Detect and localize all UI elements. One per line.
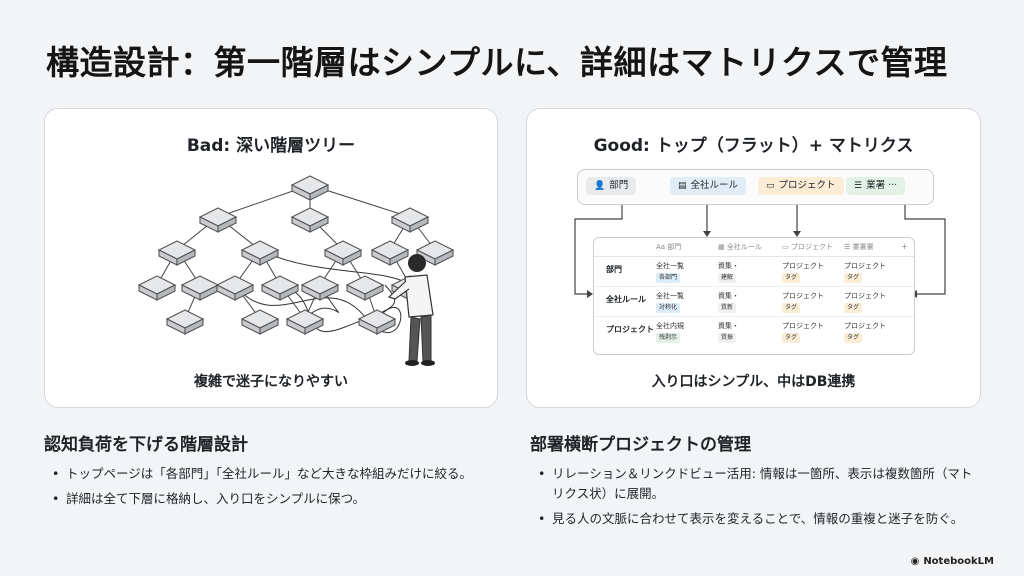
table-row: 部門 全社一覧各部門 資集・建解 プロジェクトタグ プロジェクトタグ (594, 258, 914, 287)
table-cell[interactable]: プロジェクトタグ (782, 292, 824, 313)
table-cell[interactable]: 全社一覧対称化 (656, 292, 684, 313)
bullet-item: リレーション＆リンクドビュー活用: 情報は一箇所、表示は複数箇所（マトリクス状）… (534, 464, 974, 504)
table-cell[interactable]: プロジェクトタグ (844, 262, 886, 283)
table-cell[interactable]: 資集・建解 (718, 262, 739, 283)
table-cell[interactable]: 資集・質振 (718, 322, 739, 343)
table-cell[interactable]: プロジェクトタグ (782, 262, 824, 283)
row-label: プロジェクト (606, 325, 654, 334)
left-section-heading: 認知負荷を下げる階層設計 (44, 435, 248, 455)
column-header: ▭ プロジェクト (782, 243, 833, 251)
column-header: Aa 部門 (656, 243, 682, 251)
right-bullet-list: リレーション＆リンクドビュー活用: 情報は一箇所、表示は複数箇所（マトリクス状）… (534, 464, 974, 534)
table-cell[interactable]: プロジェクトタグ (844, 322, 886, 343)
bad-tree-panel: Bad: 深い階層ツリー (44, 108, 498, 408)
table-header: Aa 部門 ▦ 全社ルール ▭ プロジェクト ☰ 業署署 + (594, 238, 914, 257)
deep-tree-diagram: ? (138, 175, 454, 335)
table-row: 全社ルール 全社一覧対称化 資集・質新 プロジェクトタグ プロジェクトタグ (594, 288, 914, 317)
row-label: 部門 (606, 265, 622, 274)
briefcase-icon: ▭ (766, 181, 775, 191)
notebooklm-logo-icon: ◉ (910, 556, 920, 567)
good-panel-title: Good: トップ（フラット）+ マトリクス (593, 136, 914, 156)
table-row: プロジェクト 全社内規残剥示 資集・質振 プロジェクトタグ プロジェクトタグ (594, 318, 914, 346)
top-level-nav-bar: 👤部門 ▤全社ルール ▭プロジェクト ☰業署 ··· (577, 169, 934, 205)
table-cell[interactable]: 全社内規残剥示 (656, 322, 684, 343)
right-section-heading: 部署横断プロジェクトの管理 (530, 435, 751, 455)
top-pill-departments[interactable]: 👤部門 (586, 177, 637, 195)
page-title: 構造設計：第一階層はシンプルに、詳細はマトリクスで管理 (46, 43, 948, 82)
bullet-item: 見る人の文脈に合わせて表示を変えることで、情報の重複と迷子を防ぐ。 (534, 509, 974, 529)
notebooklm-brand: ◉NotebookLM (910, 556, 994, 567)
top-pill-more[interactable]: ☰業署 ··· (846, 177, 906, 195)
person-icon: 👤 (594, 181, 606, 191)
bad-panel-title: Bad: 深い階層ツリー (186, 136, 356, 156)
good-matrix-panel: Good: トップ（フラット）+ マトリクス 👤部門 ▤全社ルール ▭プロジェク… (526, 108, 981, 408)
top-pill-company-rules[interactable]: ▤全社ルール (670, 177, 747, 195)
table-cell[interactable]: 全社一覧各部門 (656, 262, 684, 283)
column-header: ☰ 業署署 (844, 243, 874, 251)
table-cell[interactable]: 資集・質新 (718, 292, 739, 313)
table-cell[interactable]: プロジェクトタグ (782, 322, 824, 343)
document-icon: ▤ (678, 181, 687, 191)
bad-panel-caption: 複雑で迷子になりやすい (194, 374, 348, 390)
left-bullet-list: トップページは「各部門」「全社ルール」など大きな枠組みだけに絞る。 詳細は全て下… (48, 464, 498, 514)
confused-person-icon (387, 254, 435, 366)
bullet-item: トップページは「各部門」「全社ルール」など大きな枠組みだけに絞る。 (48, 464, 498, 484)
connector-arrows (574, 203, 946, 298)
row-label: 全社ルール (606, 295, 646, 304)
linked-database-matrix: Aa 部門 ▦ 全社ルール ▭ プロジェクト ☰ 業署署 + 部門 全社一覧各部… (593, 237, 915, 355)
column-header: ▦ 全社ルール (718, 243, 762, 251)
top-pill-projects[interactable]: ▭プロジェクト (758, 177, 844, 195)
table-cell[interactable]: プロジェクトタグ (844, 292, 886, 313)
bullet-item: 詳細は全て下層に格納し、入り口をシンプルに保つ。 (48, 489, 498, 509)
list-icon: ☰ (854, 181, 863, 191)
good-panel-caption: 入り口はシンプル、中はDB連携 (651, 374, 856, 390)
add-column-button[interactable]: + (901, 242, 908, 251)
